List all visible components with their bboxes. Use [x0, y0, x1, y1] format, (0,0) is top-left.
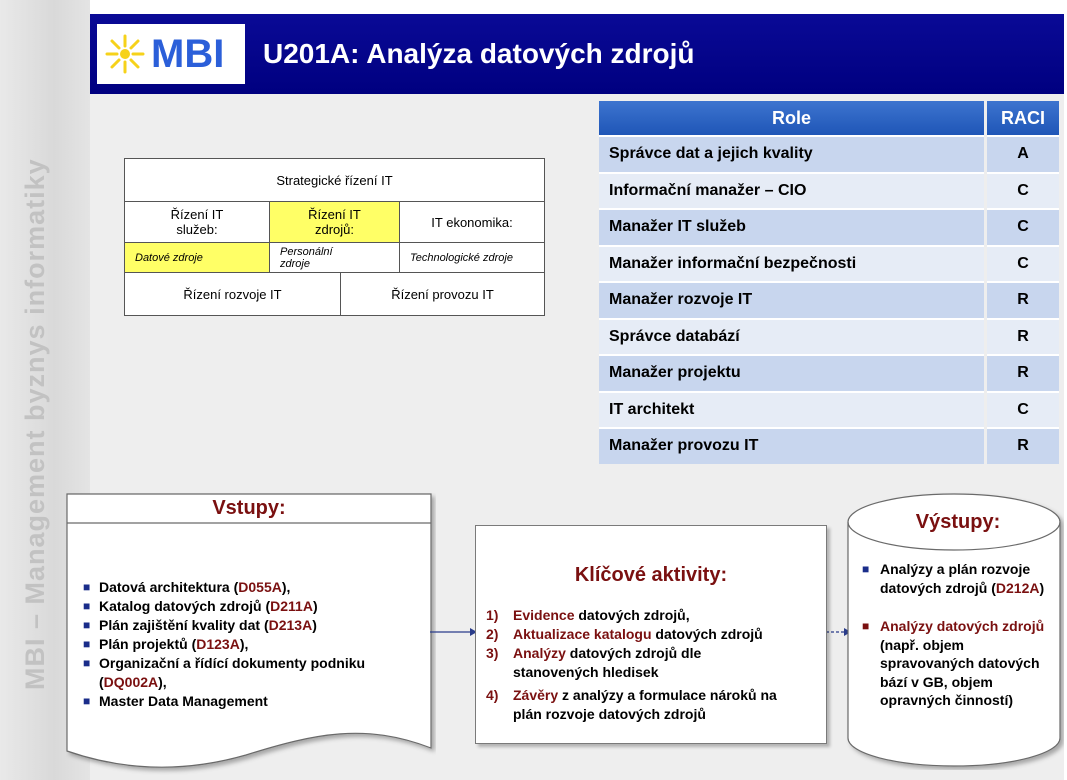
- raci-cell: C: [987, 390, 1059, 427]
- framework-bottom-left: Řízení rozvoje IT: [124, 272, 341, 316]
- inputs-list: ■Datová architektura (D055A), ■Katalog d…: [83, 578, 423, 711]
- raci-cell: R: [987, 354, 1059, 391]
- mbi-logo: MBI: [97, 24, 245, 84]
- raci-header-row: Role RACI: [599, 101, 1059, 135]
- activities-list: 1)Evidence datových zdrojů, 2)Aktualizac…: [486, 606, 806, 724]
- outputs-title: Výstupy:: [915, 511, 1001, 533]
- framework-col1: Řízení IT služeb:: [124, 201, 270, 243]
- inputs-title: Vstupy:: [212, 497, 286, 519]
- role-cell: Manažer projektu: [599, 354, 984, 391]
- raci-cell: R: [987, 317, 1059, 354]
- inputs-document-shape: [66, 493, 432, 768]
- framework-bottom-right: Řízení provozu IT: [340, 272, 545, 316]
- role-cell: Manažer rozvoje IT: [599, 281, 984, 318]
- header-bar: MBI U201A: Analýza datových zdrojů: [90, 14, 1064, 94]
- raci-header-raci: RACI: [987, 101, 1059, 135]
- sun-icon: [105, 34, 145, 74]
- list-item: ■Analýzy a plán rozvoje datových zdrojů …: [862, 561, 1045, 596]
- framework-sub3: Technologické zdroje: [399, 242, 545, 273]
- framework-sub2: Personální zdroje: [269, 242, 400, 273]
- outputs-list: ■Analýzy a plán rozvoje datových zdrojů …: [862, 560, 1048, 710]
- framework-col2: Řízení IT zdrojů:: [269, 201, 400, 243]
- raci-cell: C: [987, 208, 1059, 245]
- list-item: 1)Evidence datových zdrojů,: [486, 607, 690, 623]
- list-item: ■Master Data Management: [83, 693, 268, 709]
- raci-cell: C: [987, 171, 1059, 208]
- list-item: 4)Závěry z analýzy a formulace nároků na…: [486, 687, 777, 722]
- role-cell: Manažer informační bezpečnosti: [599, 244, 984, 281]
- role-cell: Správce dat a jejich kvality: [599, 135, 984, 172]
- list-item: ■Plán projektů (D123A),: [83, 636, 249, 652]
- framework-top: Strategické řízení IT: [124, 158, 545, 202]
- list-item: 2)Aktualizace katalogu datových zdrojů: [486, 626, 763, 642]
- outputs-cylinder-shape: [847, 493, 1061, 767]
- role-cell: IT architekt: [599, 390, 984, 427]
- activities-title: Klíčové aktivity:: [574, 564, 728, 586]
- raci-cell: A: [987, 135, 1059, 172]
- it-management-framework: Strategické řízení IT Řízení IT služeb: …: [124, 158, 545, 316]
- list-item: ■Analýzy datových zdrojů (např. objem sp…: [862, 618, 1045, 708]
- raci-cell: R: [987, 281, 1059, 318]
- role-cell: Správce databází: [599, 317, 984, 354]
- list-item: ■Plán zajištění kvality dat (D213A): [83, 617, 317, 633]
- key-activities-box: Klíčové aktivity: 1)Evidence datových zd…: [475, 525, 827, 744]
- list-item: ■Organizační a řídící dokumenty podniku …: [83, 655, 366, 690]
- list-item: ■Datová architektura (D055A),: [83, 579, 291, 595]
- role-cell: Informační manažer – CIO: [599, 171, 984, 208]
- list-item: 3)Analýzy datových zdrojů dle stanovenýc…: [486, 645, 702, 680]
- framework-sub1: Datové zdroje: [124, 242, 270, 273]
- arrow-inputs-to-activities: [430, 628, 477, 636]
- logo-text: MBI: [151, 31, 225, 76]
- role-cell: Manažer provozu IT: [599, 427, 984, 464]
- framework-col3: IT ekonomika:: [399, 201, 545, 243]
- page-title: U201A: Analýza datových zdrojů: [263, 38, 695, 69]
- role-cell: Manažer IT služeb: [599, 208, 984, 245]
- raci-cell: R: [987, 427, 1059, 464]
- raci-cell: C: [987, 244, 1059, 281]
- list-item: ■Katalog datových zdrojů (D211A): [83, 598, 318, 614]
- raci-header-role: Role: [599, 101, 984, 135]
